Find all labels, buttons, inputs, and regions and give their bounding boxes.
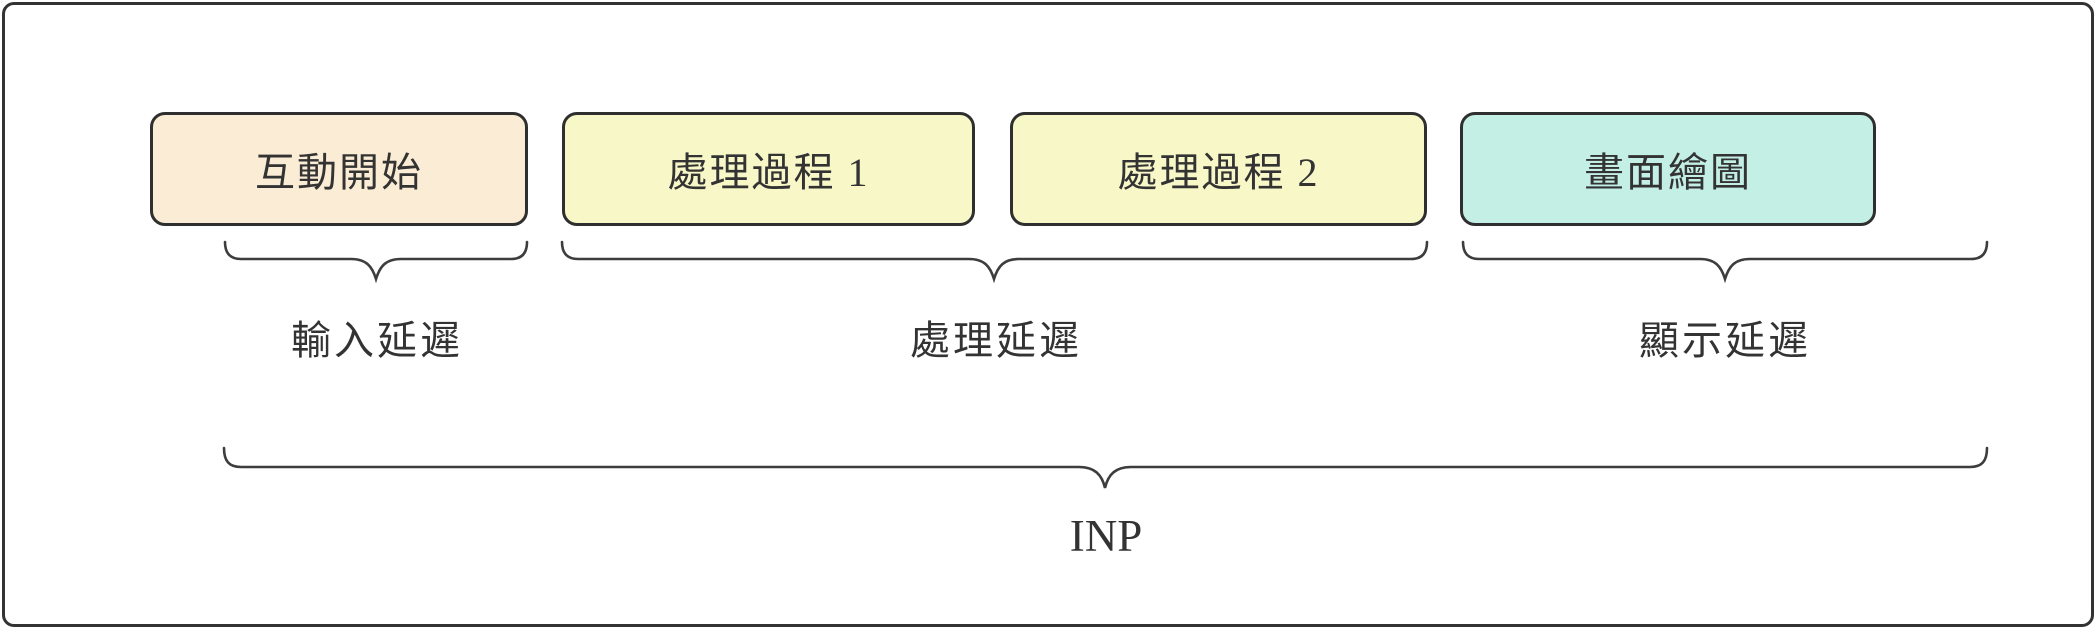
brace-presentation-delay — [1461, 240, 1989, 284]
brace-inp-total — [222, 446, 1989, 489]
brace-input-delay — [223, 240, 529, 284]
stage-box-processing-1: 處理過程 1 — [562, 112, 975, 226]
diagram-outer-frame — [2, 2, 2094, 627]
label-input-delay: 輸入延遲 — [291, 318, 463, 363]
stage-box-processing-2: 處理過程 2 — [1010, 112, 1427, 226]
box-label-paint: 畫面繪圖 — [1584, 150, 1752, 195]
box-label-processing-1: 處理過程 1 — [667, 150, 870, 195]
stage-box-interaction-start: 互動開始 — [150, 112, 528, 226]
stage-box-paint: 畫面繪圖 — [1460, 112, 1876, 226]
brace-processing-delay — [560, 240, 1429, 284]
label-inp-total: INP — [1069, 511, 1143, 561]
label-presentation-delay: 顯示延遲 — [1639, 318, 1811, 363]
box-label-processing-2: 處理過程 2 — [1117, 150, 1320, 195]
label-processing-delay: 處理延遲 — [910, 318, 1082, 363]
box-label-interaction-start: 互動開始 — [255, 150, 423, 195]
